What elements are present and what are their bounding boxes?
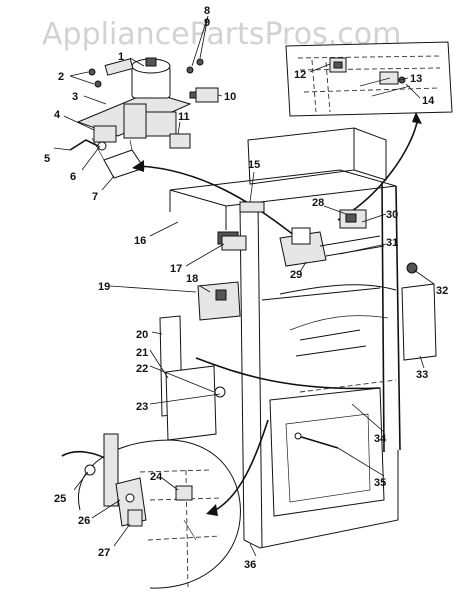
callout-3: 3 [72,91,78,103]
callout-30: 30 [386,209,398,221]
arrow-bottom-inset [211,419,269,513]
callout-28: 28 [312,197,324,209]
arrow-latch [139,165,301,241]
callout-8: 8 [204,5,210,17]
callout-17: 17 [170,263,182,275]
callout-9: 9 [204,17,210,29]
left-side-panels [159,201,437,441]
arrow-top-inset [337,117,419,221]
callout-33: 33 [416,369,428,381]
callout-21: 21 [136,347,148,359]
callout-2: 2 [58,71,64,83]
callout-7: 7 [92,191,98,203]
latch-assembly [69,57,219,179]
callout-labels: 1 2 3 4 5 6 7 8 9 10 11 12 13 14 15 16 1… [44,5,448,571]
callout-16: 16 [134,235,146,247]
callout-4: 4 [54,109,61,121]
callout-19: 19 [98,281,110,293]
callout-18: 18 [186,273,198,285]
callout-12: 12 [294,69,306,81]
callout-35: 35 [374,477,386,489]
callout-6: 6 [70,171,76,183]
callout-25: 25 [54,493,66,505]
inset-detail-top [285,41,453,117]
callout-22: 22 [136,363,148,375]
callout-29: 29 [290,269,302,281]
callout-5: 5 [44,153,50,165]
callout-10: 10 [224,91,236,103]
inset-detail-bottom [61,433,241,591]
callout-20: 20 [136,329,148,341]
oven-cabinet [169,127,401,549]
callout-36: 36 [244,559,256,571]
callout-27: 27 [98,547,110,559]
callout-23: 23 [136,401,148,413]
callout-24: 24 [150,471,163,483]
callout-31: 31 [386,237,398,249]
callout-32: 32 [436,285,448,297]
callout-13: 13 [410,73,422,85]
callout-11: 11 [178,111,190,123]
callout-14: 14 [422,95,435,107]
callout-34: 34 [374,433,387,445]
leader-lines [53,15,435,557]
callout-1: 1 [118,51,124,63]
callout-15: 15 [248,159,260,171]
callout-26: 26 [78,515,90,527]
